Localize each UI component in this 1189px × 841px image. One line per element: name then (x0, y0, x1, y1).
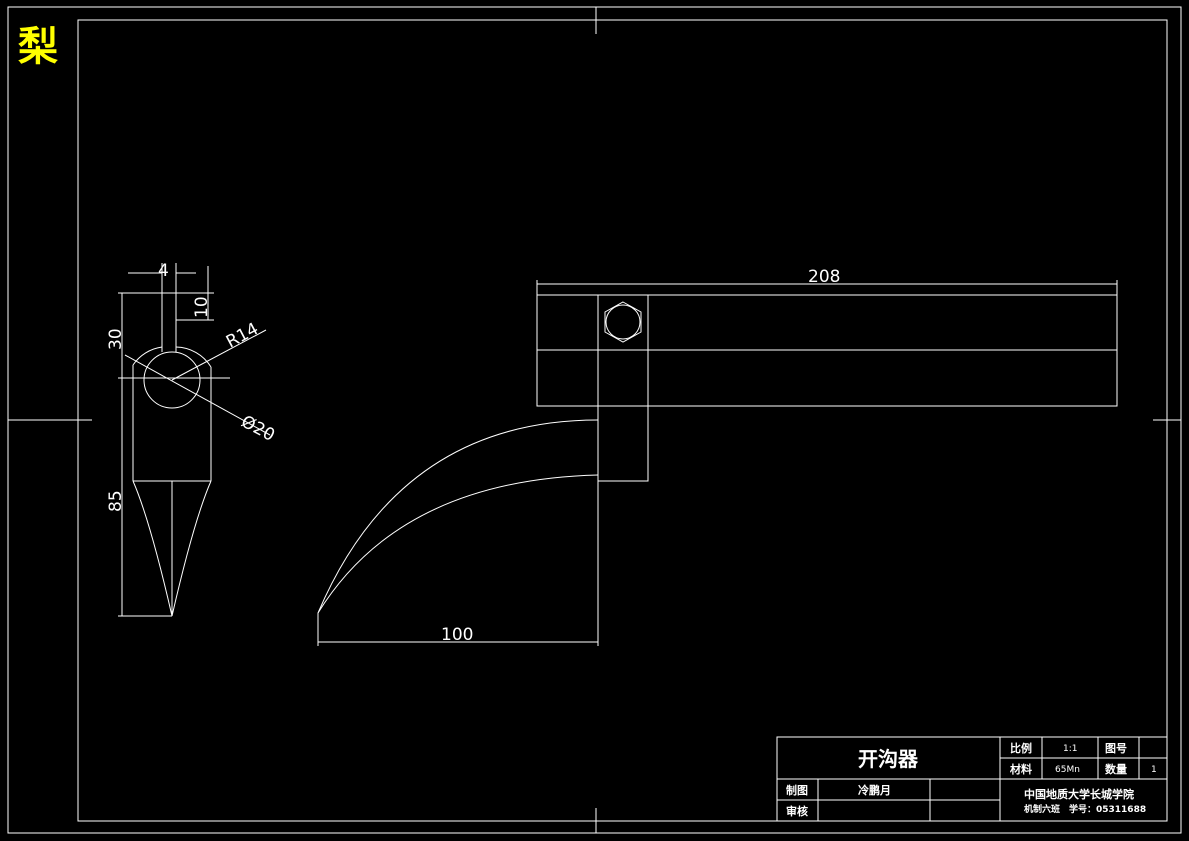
dim-top-height: 30 (106, 328, 126, 350)
scale-label: 比例 (1010, 741, 1032, 755)
beam-dimension-lines (317, 280, 1118, 646)
material-label: 材料 (1010, 762, 1032, 776)
beam-view (317, 294, 1118, 614)
quantity-value: 1 (1151, 765, 1157, 775)
quantity-label: 数量 (1105, 762, 1127, 776)
tine-side-view (118, 292, 230, 617)
drawn-value: 冷鹏月 (858, 783, 891, 797)
dim-slot-width: 4 (158, 261, 169, 281)
scale-value: 1:1 (1063, 744, 1077, 754)
tine-side-dimension-lines (118, 263, 271, 617)
dim-body-height: 85 (106, 490, 126, 512)
dim-radius: R14 (223, 319, 262, 352)
corner-mark: 梨 (18, 24, 58, 70)
checked-label: 审核 (786, 804, 808, 818)
drawing-no-label: 图号 (1105, 742, 1127, 755)
centering-marks (8, 7, 1181, 833)
drawn-label: 制图 (786, 783, 808, 797)
dim-beam-length: 208 (808, 267, 840, 287)
dim-slot-depth: 10 (192, 296, 212, 318)
material-value: 65Mn (1055, 765, 1080, 775)
dim-hole-dia: Ø20 (238, 412, 278, 446)
school-name: 中国地质大学长城学院 (1024, 787, 1134, 801)
dim-curve-reach: 100 (441, 625, 473, 645)
class-info: 机制六班 学号：05311688 (1024, 803, 1146, 815)
part-name: 开沟器 (858, 747, 919, 771)
title-block (776, 736, 1168, 822)
